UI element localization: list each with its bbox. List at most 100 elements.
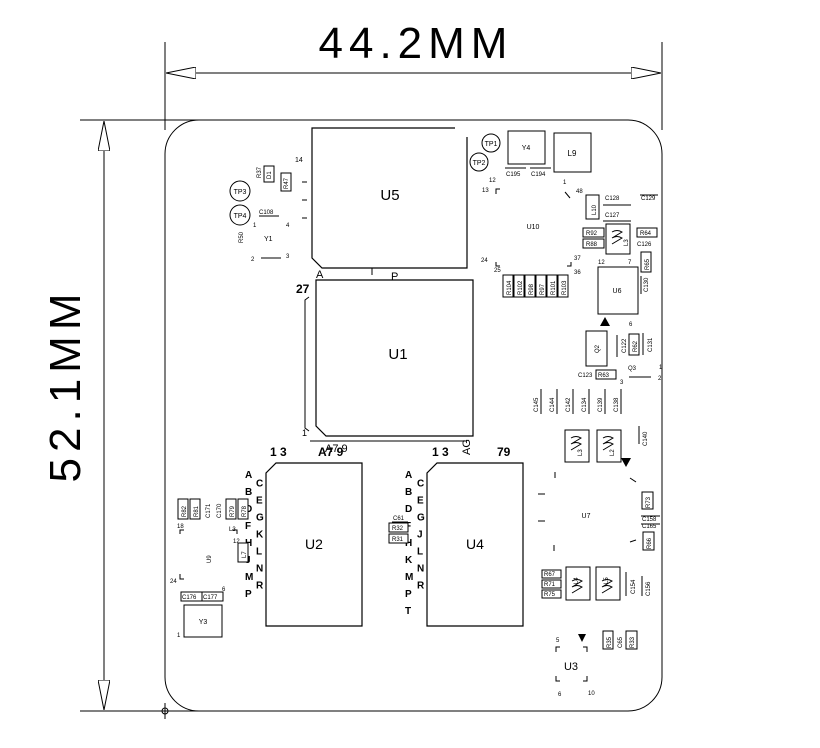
svg-text:L10: L10 <box>592 204 598 215</box>
resistor-r50: R50 <box>239 231 245 243</box>
svg-text:C127: C127 <box>605 213 620 219</box>
resistor-r104 <box>502 274 514 298</box>
capacitor-c108: C108 <box>259 210 279 217</box>
height-label: 52.1MM <box>41 288 90 483</box>
resistor-r65: R65 <box>640 251 652 273</box>
chip-u4: U4 1 3 79 <box>426 445 524 627</box>
svg-text:C154: C154 <box>631 579 637 594</box>
capacitor-label: C139 <box>598 397 604 412</box>
svg-text:TP3: TP3 <box>234 189 247 196</box>
svg-text:C140: C140 <box>643 431 649 446</box>
svg-text:14: 14 <box>295 157 303 164</box>
svg-text:6: 6 <box>558 692 562 698</box>
svg-text:Y4: Y4 <box>522 145 531 152</box>
svg-text:1: 1 <box>177 633 181 639</box>
svg-text:6: 6 <box>222 587 226 593</box>
svg-text:C129: C129 <box>641 196 656 202</box>
svg-text:R35: R35 <box>607 636 613 648</box>
svg-text:C194: C194 <box>531 172 546 178</box>
svg-text:AG: AG <box>461 439 473 455</box>
crystal-y1: Y1 2 3 <box>251 236 290 263</box>
transistor-q2: Q2 <box>585 330 608 367</box>
svg-text:C61: C61 <box>393 516 405 522</box>
svg-text:R37: R37 <box>257 166 263 178</box>
row-letter-right: E <box>256 496 263 507</box>
svg-text:C65: C65 <box>618 636 624 648</box>
row-letter-left: F <box>245 521 251 532</box>
svg-text:C131: C131 <box>648 337 654 352</box>
resistor-r63: R63 <box>595 369 617 380</box>
svg-text:R33: R33 <box>630 636 636 648</box>
row-letter-left: H <box>405 538 412 549</box>
row-letter-right: C <box>417 479 424 490</box>
svg-text:C130: C130 <box>644 277 650 292</box>
resistor-label: R104 <box>507 280 513 295</box>
svg-text:C123: C123 <box>578 373 593 379</box>
svg-text:3: 3 <box>620 380 624 386</box>
row-letter-left: H <box>245 538 252 549</box>
svg-text:1: 1 <box>253 223 257 229</box>
capacitor-c127: C127 <box>603 213 631 222</box>
testpoint-tp3: TP3 <box>229 180 251 202</box>
svg-text:C165: C165 <box>642 524 657 530</box>
svg-text:R66: R66 <box>647 537 653 549</box>
svg-text:U1: U1 <box>388 346 407 363</box>
resistor-r81: R81 <box>189 498 201 520</box>
chip-u2: U2 1 3 A7 9 <box>265 445 363 627</box>
svg-text:R88: R88 <box>586 242 598 248</box>
inductor-l4: L4 <box>565 566 591 601</box>
svg-text:R31: R31 <box>392 537 404 543</box>
svg-text:TP4: TP4 <box>234 213 247 220</box>
resistor-r66: R66 <box>642 531 655 551</box>
row-letter-right: R <box>256 581 264 592</box>
svg-text:R82: R82 <box>182 505 188 517</box>
origin-marker <box>157 703 173 719</box>
resistor-r31: R31 <box>388 533 409 544</box>
svg-text:7: 7 <box>628 260 632 266</box>
inductor-l3-top: L3 <box>605 223 631 255</box>
svg-text:U9: U9 <box>207 555 213 563</box>
crystal-y4: Y4 <box>507 130 546 165</box>
svg-text:C158: C158 <box>642 517 657 523</box>
row-letter-right: N <box>256 564 263 575</box>
svg-text:79: 79 <box>497 445 511 459</box>
resistor-r33: R33 <box>625 630 638 650</box>
resistor-label: R98 <box>529 283 535 295</box>
resistor-r32: R32 <box>388 522 409 533</box>
svg-text:37: 37 <box>574 256 581 262</box>
capacitor-c165: C165 <box>641 523 660 530</box>
row-letter-right: N <box>417 564 424 575</box>
svg-text:L3: L3 <box>624 239 630 246</box>
svg-text:R73: R73 <box>646 496 652 508</box>
capacitor-label: C138 <box>614 397 620 412</box>
svg-text:2: 2 <box>251 257 255 263</box>
svg-text:R50: R50 <box>239 231 245 243</box>
svg-text:3: 3 <box>286 254 290 260</box>
svg-text:L4: L4 <box>574 577 580 584</box>
testpoint-tp1: TP1 <box>481 133 501 153</box>
svg-text:Y1: Y1 <box>264 236 273 243</box>
svg-text:12: 12 <box>598 260 605 266</box>
svg-text:R79: R79 <box>230 505 236 517</box>
svg-text:R63: R63 <box>598 373 610 379</box>
resistor-r82: R82 <box>177 498 189 520</box>
svg-text:C156: C156 <box>646 581 652 596</box>
svg-text:C126: C126 <box>637 242 652 248</box>
svg-text:C122: C122 <box>622 338 628 353</box>
row-letter-left: T <box>405 606 411 617</box>
resistor-r98 <box>524 274 536 298</box>
capacitor-c170: C170 <box>217 503 223 518</box>
inductor-l3-mid: L3 <box>564 429 590 463</box>
row-letter-left: M <box>245 572 253 583</box>
svg-text:24: 24 <box>481 258 488 264</box>
crystal-y3: Y3 1 <box>177 604 223 639</box>
capacitor-c129: C129 <box>640 194 658 202</box>
chip-u1: U1 A P 27 1 A7 9 AG <box>296 268 474 455</box>
row-letter-left: A <box>245 470 252 481</box>
inductor-l9: L9 <box>553 132 592 173</box>
svg-text:R71: R71 <box>544 582 556 588</box>
svg-text:A: A <box>316 269 324 281</box>
resistor-r62: R62 <box>628 333 640 356</box>
resistor-r67: R67 <box>541 569 562 579</box>
